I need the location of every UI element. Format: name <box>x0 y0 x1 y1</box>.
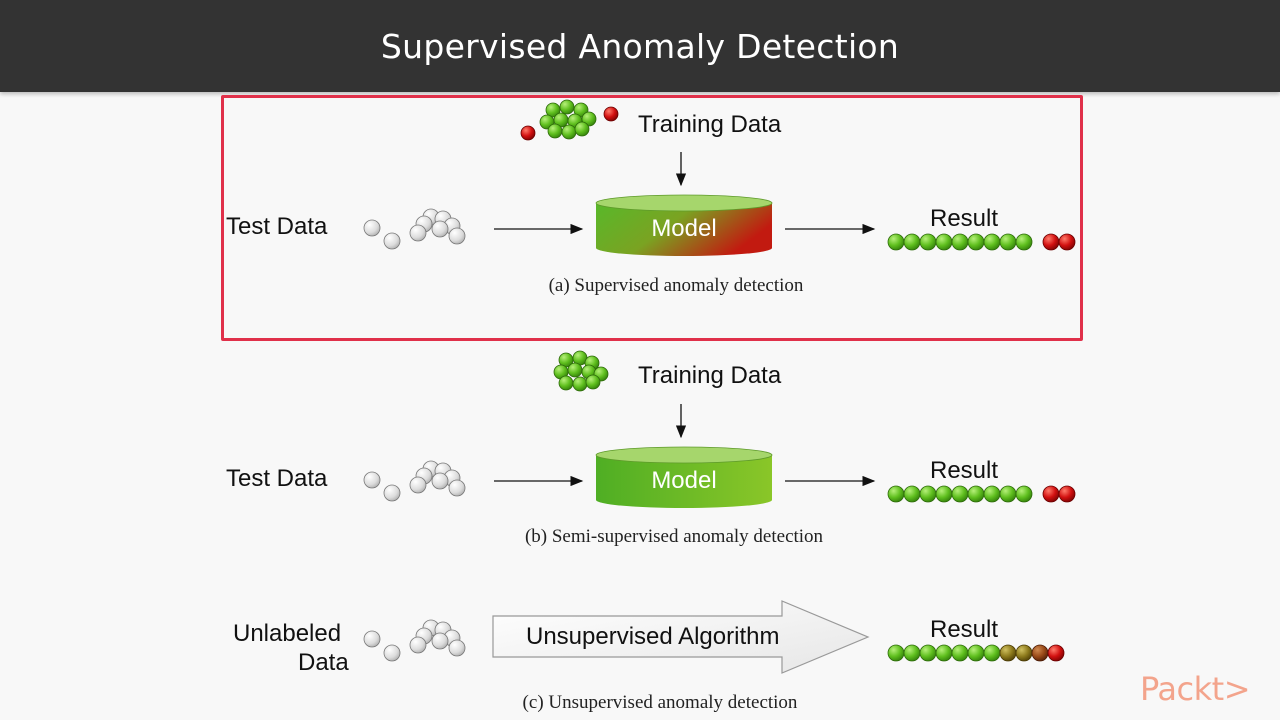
model-label-b: Model <box>651 467 717 494</box>
test-data-points-b <box>363 460 466 502</box>
result-points-b <box>887 485 1076 503</box>
unlabeled-label-line2: Data <box>298 649 349 676</box>
result-label-b: Result <box>930 457 999 484</box>
test-data-label-a: Test Data <box>226 213 328 240</box>
result-points-c <box>887 644 1065 662</box>
model-label-a: Model <box>651 215 717 242</box>
caption-a: (a) Supervised anomaly detection <box>548 275 804 296</box>
training-data-cluster-b <box>553 350 609 392</box>
unlabeled-data-points <box>363 619 466 662</box>
result-points-a <box>887 233 1076 251</box>
caption-c: (c) Unsupervised anomaly detection <box>522 692 798 713</box>
training-data-label-a: Training Data <box>638 111 782 138</box>
test-data-points-a <box>363 208 466 250</box>
packt-logo: Packt> <box>1140 670 1250 708</box>
result-label-c: Result <box>930 616 999 643</box>
unsupervised-algorithm-label: Unsupervised Algorithm <box>526 623 780 650</box>
result-label-a: Result <box>930 205 999 232</box>
model-cylinder-b <box>595 446 773 508</box>
title-bar: Supervised Anomaly Detection <box>0 0 1280 92</box>
test-data-label-b: Test Data <box>226 465 328 492</box>
slide-title: Supervised Anomaly Detection <box>380 26 900 66</box>
unsupervised-algorithm-arrow <box>492 600 870 674</box>
caption-b: (b) Semi-supervised anomaly detection <box>524 526 824 547</box>
training-data-label-b: Training Data <box>638 362 782 389</box>
unlabeled-label-line1: Unlabeled <box>233 620 342 647</box>
supervised-highlight-frame <box>221 95 1083 341</box>
model-cylinder-a <box>595 194 773 256</box>
training-data-cluster-a <box>520 99 619 141</box>
